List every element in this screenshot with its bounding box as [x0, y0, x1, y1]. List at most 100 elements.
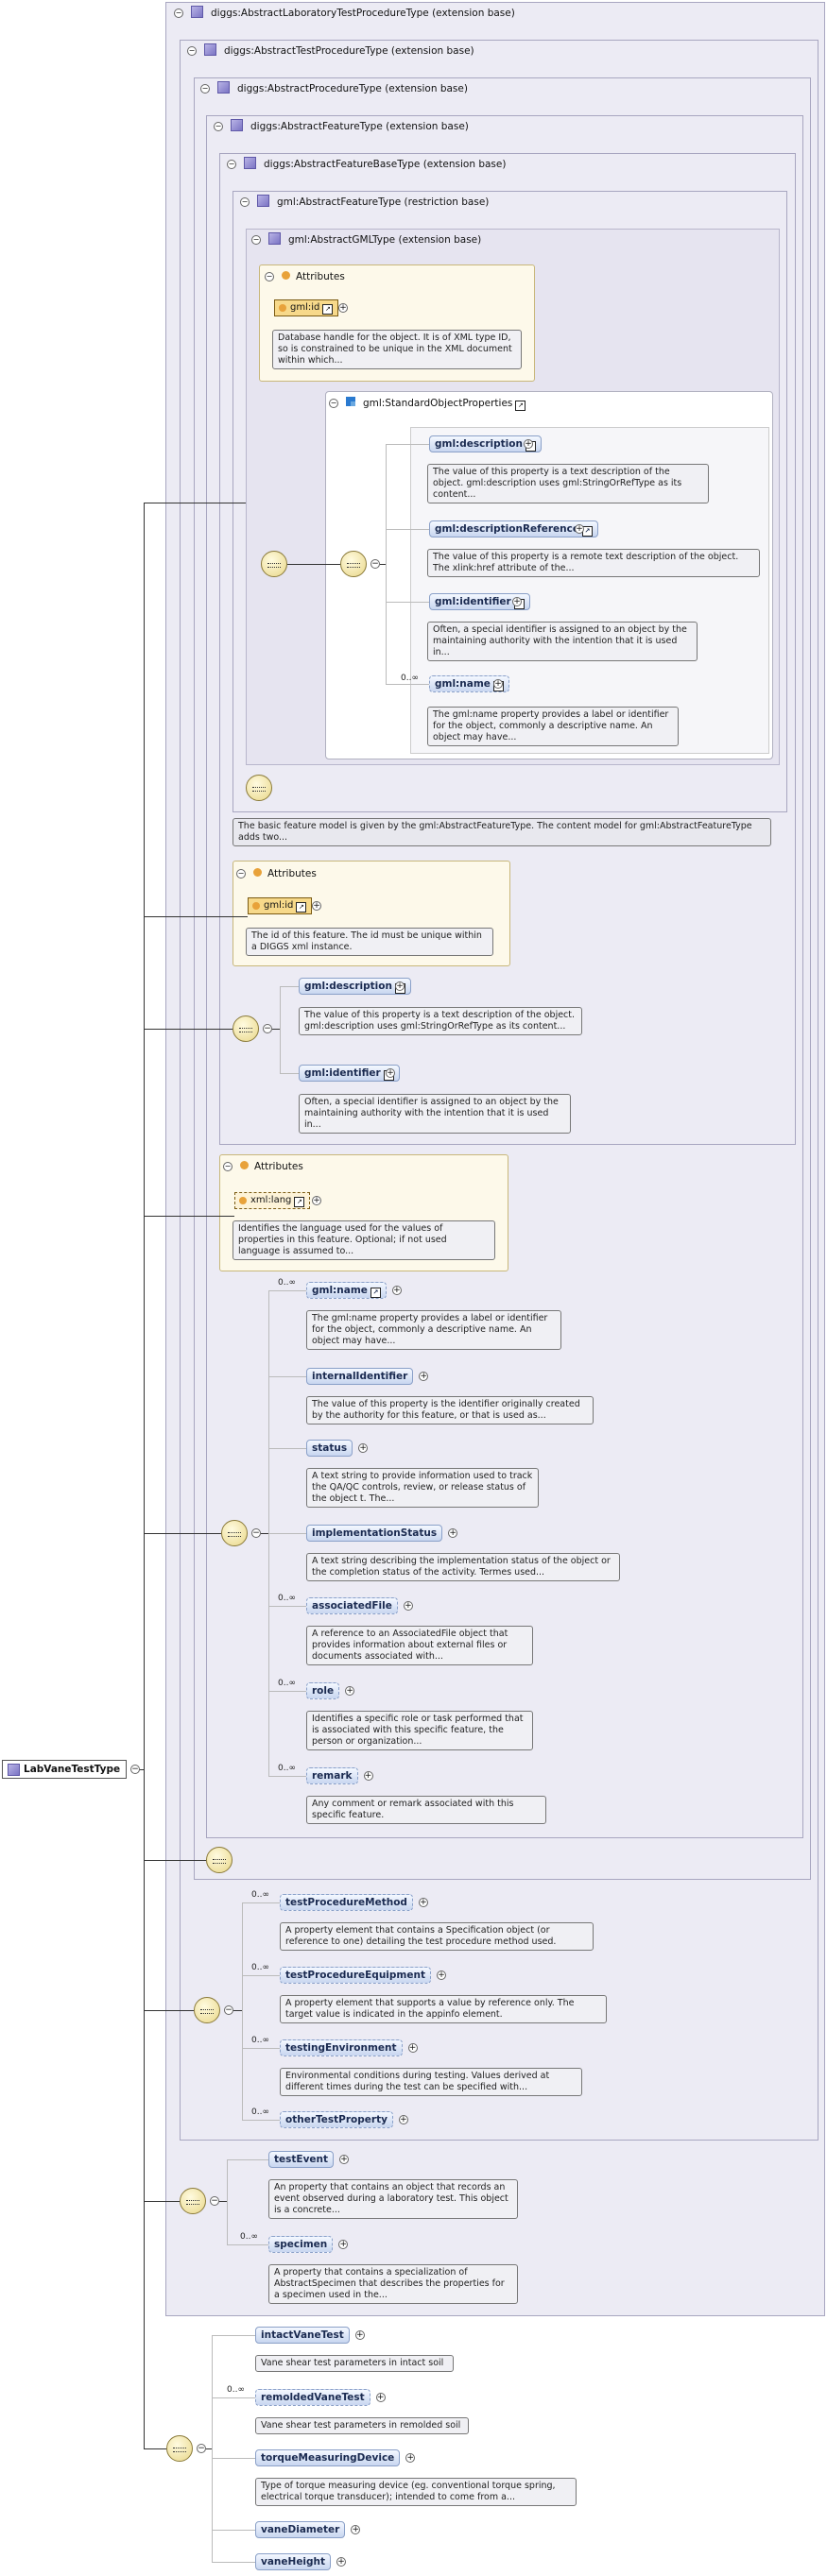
- root-type-labvanetesttype[interactable]: LabVaneTestType: [2, 1760, 128, 1779]
- fb-item-identifier[interactable]: gml:identifier↗: [299, 1065, 400, 1082]
- expand-icon[interactable]: +: [338, 303, 348, 313]
- collapse-icon[interactable]: −: [197, 2444, 206, 2453]
- expand-icon[interactable]: +: [338, 2240, 349, 2249]
- element-vaneheight[interactable]: vaneHeight: [255, 2553, 332, 2570]
- sequence-icon[interactable]: [221, 1520, 248, 1546]
- element-name: gml:description: [304, 981, 392, 992]
- element-remoldedvanetest[interactable]: remoldedVaneTest: [255, 2389, 370, 2406]
- link-icon[interactable]: ↗: [515, 401, 526, 411]
- expand-icon[interactable]: +: [358, 1443, 369, 1453]
- collapse-icon[interactable]: −: [240, 197, 250, 207]
- expand-icon[interactable]: +: [398, 2115, 408, 2124]
- attr-gml-id[interactable]: gml:id↗: [274, 299, 339, 316]
- collapse-icon[interactable]: −: [223, 1162, 233, 1171]
- expand-icon[interactable]: +: [312, 1196, 321, 1205]
- collapse-icon[interactable]: −: [224, 2005, 233, 2015]
- expand-icon[interactable]: +: [336, 2557, 347, 2567]
- expand-icon[interactable]: +: [312, 901, 321, 911]
- multiplicity: 0..∞: [251, 1963, 269, 1972]
- sequence-icon[interactable]: [206, 1847, 233, 1873]
- element-testevent[interactable]: testEvent: [268, 2151, 335, 2168]
- collapse-icon[interactable]: −: [329, 399, 338, 408]
- attributes-header[interactable]: −Attributes: [236, 867, 317, 880]
- expand-icon[interactable]: +: [351, 2525, 361, 2534]
- collapse-icon[interactable]: −: [370, 559, 380, 569]
- title-procedure[interactable]: −diggs:AbstractProcedureType (extension …: [200, 81, 468, 95]
- title-laboratory-test-procedure[interactable]: −diggs:AbstractLaboratoryTestProcedureTy…: [174, 6, 515, 20]
- title-feature[interactable]: −diggs:AbstractFeatureType (extension ba…: [214, 119, 469, 133]
- expand-icon[interactable]: +: [339, 2155, 350, 2164]
- collapse-icon[interactable]: −: [263, 1024, 272, 1033]
- collapse-icon[interactable]: −: [130, 1765, 140, 1774]
- collapse-icon[interactable]: −: [251, 1528, 261, 1538]
- collapse-icon[interactable]: −: [236, 869, 246, 879]
- collapse-icon[interactable]: −: [210, 2196, 219, 2206]
- expand-icon[interactable]: +: [391, 1286, 402, 1295]
- expand-icon[interactable]: +: [403, 1601, 413, 1611]
- sop-item-description-reference[interactable]: gml:descriptionReference↗: [429, 520, 598, 537]
- expand-icon[interactable]: +: [512, 597, 522, 606]
- sequence-icon[interactable]: [166, 2435, 193, 2462]
- element-role[interactable]: role: [306, 1682, 340, 1699]
- sequence-icon[interactable]: [194, 1997, 220, 2023]
- collapse-icon[interactable]: −: [227, 160, 236, 169]
- expand-icon[interactable]: +: [524, 439, 533, 449]
- title-test-procedure[interactable]: −diggs:AbstractTestProcedureType (extens…: [187, 43, 474, 58]
- sequence-icon[interactable]: [233, 1015, 259, 1042]
- collapse-icon[interactable]: −: [251, 235, 261, 245]
- expand-icon[interactable]: +: [407, 2043, 418, 2053]
- collapse-icon[interactable]: −: [265, 272, 274, 281]
- expand-icon[interactable]: +: [493, 679, 503, 689]
- expand-icon[interactable]: +: [345, 1686, 355, 1696]
- expand-icon[interactable]: +: [575, 524, 584, 534]
- expand-icon[interactable]: +: [363, 1771, 373, 1781]
- element-associatedfile[interactable]: associatedFile: [306, 1597, 398, 1614]
- sop-item-description[interactable]: gml:description↗: [429, 435, 542, 452]
- attributes-header[interactable]: −Attributes: [265, 270, 345, 283]
- attr-gml-id[interactable]: gml:id↗: [248, 897, 313, 914]
- link-icon[interactable]: ↗: [370, 1288, 381, 1298]
- element-internalidentifier[interactable]: internalIdentifier: [306, 1368, 414, 1385]
- sequence-icon[interactable]: [180, 2188, 206, 2214]
- element-torquemeasuringdevice[interactable]: torqueMeasuringDevice: [255, 2449, 401, 2466]
- title-feature-base[interactable]: −diggs:AbstractFeatureBaseType (extensio…: [227, 157, 506, 171]
- expand-icon[interactable]: +: [386, 1068, 395, 1078]
- collapse-icon[interactable]: −: [187, 46, 197, 56]
- sop-header[interactable]: −gml:StandardObjectProperties↗: [329, 397, 526, 411]
- collapse-icon[interactable]: −: [214, 122, 223, 131]
- expand-icon[interactable]: +: [419, 1372, 429, 1381]
- collapse-icon[interactable]: −: [200, 84, 210, 94]
- sequence-icon[interactable]: [261, 551, 287, 577]
- element-intactvanetest[interactable]: intactVaneTest: [255, 2327, 350, 2344]
- expand-icon[interactable]: +: [375, 2393, 386, 2402]
- element-implementationstatus[interactable]: implementationStatus: [306, 1525, 443, 1542]
- link-icon[interactable]: ↗: [322, 304, 334, 315]
- element-remark[interactable]: remark: [306, 1767, 358, 1784]
- expand-icon[interactable]: +: [405, 2453, 416, 2463]
- sequence-icon[interactable]: [340, 551, 367, 577]
- element-othertestproperty[interactable]: otherTestProperty: [280, 2111, 393, 2128]
- expand-icon[interactable]: +: [418, 1898, 428, 1907]
- link-icon[interactable]: ↗: [294, 1197, 305, 1207]
- element-vanediameter[interactable]: vaneDiameter: [255, 2521, 346, 2538]
- title-gml-feature[interactable]: −gml:AbstractFeatureType (restriction ba…: [240, 195, 489, 209]
- element-testproceduremethod[interactable]: testProcedureMethod: [280, 1894, 413, 1911]
- expand-icon[interactable]: +: [436, 1970, 446, 1980]
- element-testingenvironment[interactable]: testingEnvironment: [280, 2039, 403, 2056]
- element-status[interactable]: status: [306, 1440, 353, 1457]
- attr-xml-lang[interactable]: xml:lang↗: [234, 1192, 311, 1209]
- sop-item-name[interactable]: gml:name↗: [429, 675, 509, 692]
- element-specimen[interactable]: specimen: [268, 2236, 334, 2253]
- title-gml-abstract[interactable]: −gml:AbstractGMLType (extension base): [251, 232, 481, 247]
- element-gml-name[interactable]: gml:name↗: [306, 1282, 387, 1299]
- element-name: status: [312, 1442, 348, 1454]
- link-icon[interactable]: ↗: [296, 902, 307, 913]
- attr-doc: Database handle for the object. It is of…: [272, 330, 522, 369]
- expand-icon[interactable]: +: [448, 1528, 458, 1538]
- attributes-header[interactable]: −Attributes: [223, 1160, 303, 1173]
- sequence-icon[interactable]: [246, 775, 272, 801]
- element-testprocedureequipment[interactable]: testProcedureEquipment: [280, 1967, 431, 1984]
- collapse-icon[interactable]: −: [174, 9, 183, 18]
- expand-icon[interactable]: +: [354, 2330, 365, 2340]
- expand-icon[interactable]: +: [395, 981, 405, 991]
